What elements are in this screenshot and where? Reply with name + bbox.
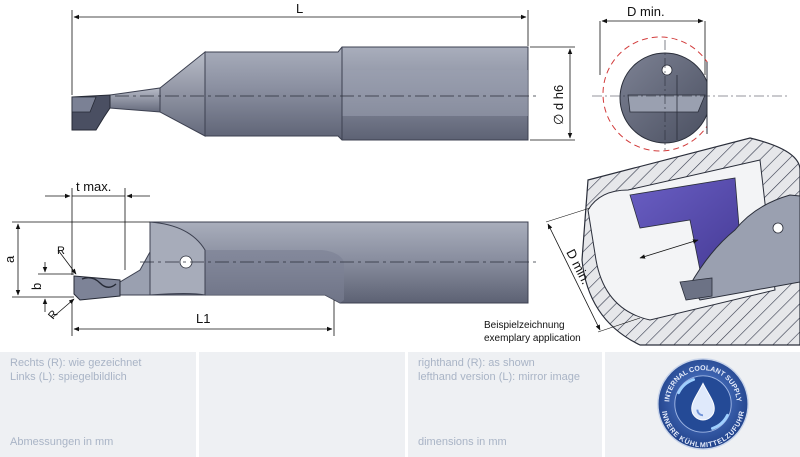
- dimension-L1: L1: [71, 300, 335, 336]
- coolant-supply-badge-icon: INTERNAL COOLANT SUPPLY INNERE KÜHLMITTE…: [657, 358, 749, 450]
- end-view-tip: [627, 94, 706, 113]
- shaft-flat: [342, 70, 528, 116]
- label-b: b: [29, 283, 44, 290]
- tool-top-tip-edge: [81, 276, 117, 288]
- info-panels: Rechts (R): wie gezeichnet Links (L): sp…: [0, 352, 800, 457]
- coolant-hole-end: [661, 64, 673, 76]
- tool-side-view: [71, 46, 540, 141]
- tool-drawing: L ∅ d h6 D min.: [2, 1, 800, 346]
- info-en-units: dimensions in mm: [418, 436, 507, 448]
- tool-top-neck: [119, 250, 151, 296]
- section-coolant-hole: [772, 222, 784, 234]
- info-panel-english: righthand (R): as shown lefthand version…: [408, 352, 602, 457]
- tool-top-head: [149, 221, 206, 296]
- info-panel-badge: INTERNAL COOLANT SUPPLY INNERE KÜHLMITTE…: [605, 352, 800, 457]
- dimension-L: L: [71, 1, 529, 95]
- workpiece-section: [581, 137, 800, 346]
- dimension-a: a: [2, 221, 150, 298]
- cutting-edge: [71, 96, 97, 113]
- tool-top-flat: [205, 250, 344, 303]
- info-en-righthand: righthand (R): as shown: [418, 357, 535, 369]
- tool-taper: [159, 50, 206, 137]
- info-de-lefthand: Links (L): spiegelbildlich: [10, 371, 127, 383]
- label-D-min-top: D min.: [627, 4, 665, 19]
- example-caption: Beispielzeichnung exemplary application: [484, 320, 581, 344]
- info-en-lefthand: lefthand version (L): mirror image: [418, 371, 581, 383]
- radius-labels: R R: [46, 245, 77, 322]
- label-a: a: [2, 255, 17, 263]
- tool-top-view: [73, 221, 540, 304]
- tool-neck: [109, 87, 161, 113]
- shank-end-flat: [707, 62, 721, 134]
- info-panel-german: Rechts (R): wie gezeichnet Links (L): sp…: [0, 352, 196, 457]
- label-L1: L1: [196, 311, 210, 326]
- label-t-max: t max.: [76, 179, 111, 194]
- label-R-top: R: [57, 245, 65, 257]
- info-panel-empty: [199, 352, 405, 457]
- tool-end-view: D min.: [592, 4, 790, 152]
- dimension-b: b: [29, 262, 74, 312]
- caption-german: Beispielzeichnung: [484, 320, 565, 331]
- info-de-units: Abmessungen in mm: [10, 436, 114, 448]
- label-L: L: [296, 1, 303, 16]
- dimension-d-h6: ∅ d h6: [530, 46, 575, 141]
- label-d-h6: ∅ d h6: [551, 85, 566, 125]
- section-tool: [689, 194, 800, 301]
- caption-english: exemplary application: [484, 333, 581, 344]
- info-de-righthand: Rechts (R): wie gezeichnet: [10, 357, 142, 369]
- dimension-t-max: t max.: [45, 179, 150, 275]
- section-tip: [679, 277, 713, 301]
- label-R-bottom: R: [46, 308, 60, 322]
- tool-top-tip: [73, 275, 121, 301]
